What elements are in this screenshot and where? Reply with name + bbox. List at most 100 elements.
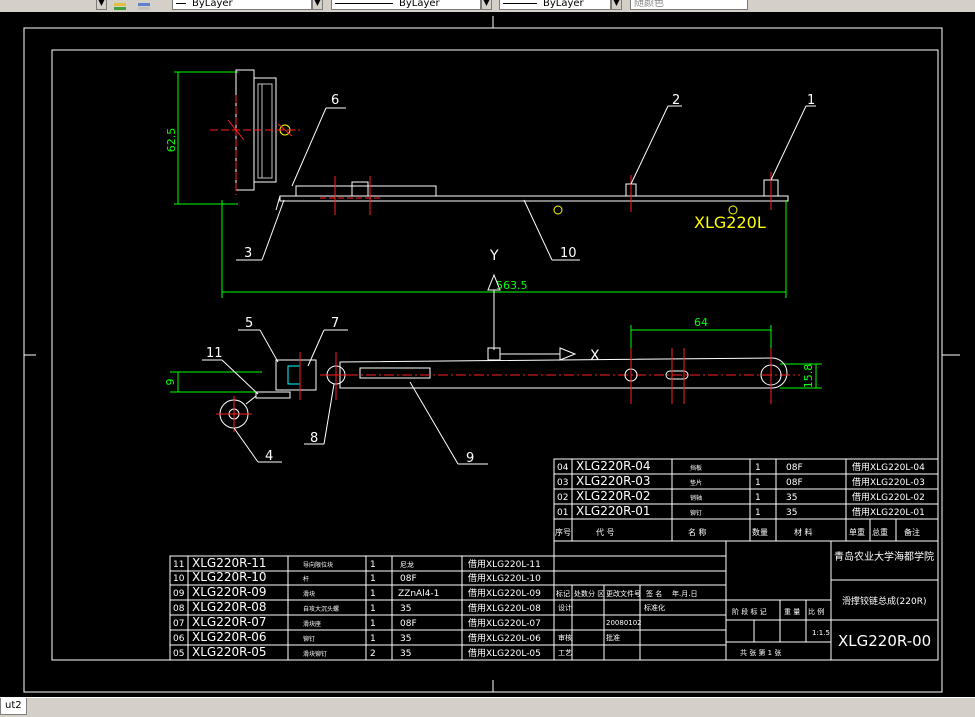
svg-text:借用XLG220L-11: 借用XLG220L-11 [468,558,541,570]
linetype-combo[interactable]: ByLayer [331,0,481,10]
outer-frame [23,27,943,693]
svg-text:工艺: 工艺 [558,649,572,657]
dim-pitch: 64 [694,316,708,329]
svg-text:6: 6 [331,93,339,108]
svg-text:审核: 审核 [558,633,572,642]
svg-text:签 名: 签 名 [646,589,662,598]
svg-text:总重: 总重 [872,527,888,537]
svg-text:借用XLG220L-02: 借用XLG220L-02 [852,491,925,503]
svg-text:ZZnAl4-1: ZZnAl4-1 [398,589,439,599]
svg-text:借用XLG220L-08: 借用XLG220L-08 [468,602,541,614]
svg-text:XLG220R-03: XLG220R-03 [576,474,651,488]
svg-text:1: 1 [755,463,761,473]
svg-text:XLG220R-09: XLG220R-09 [192,585,267,599]
svg-text:备注: 备注 [904,527,920,537]
svg-text:铆钉: 铆钉 [303,635,315,643]
color-swatch [176,2,186,4]
svg-text:单重: 单重 [849,527,865,537]
svg-text:1: 1 [755,508,761,518]
svg-text:08F: 08F [786,463,803,473]
svg-text:04: 04 [557,463,569,473]
svg-text:35: 35 [786,508,797,518]
svg-text:处数: 处数 [574,589,588,598]
color-combo[interactable]: ByLayer [172,0,312,10]
svg-text:设计: 设计 [558,603,572,612]
color-dropdown-arrow[interactable]: ▼ [312,0,323,10]
viewport-crosshair [24,16,960,692]
svg-text:XLG220R-07: XLG220R-07 [192,615,267,629]
svg-text:1: 1 [370,574,376,584]
svg-text:更改文件号: 更改文件号 [606,589,641,598]
layout-tab-bar: ut2 [0,697,975,717]
svg-text:XLG220R-06: XLG220R-06 [192,630,267,644]
part-label: XLG220L [694,213,766,232]
svg-text:杆: 杆 [303,575,309,583]
layer-previous-icon[interactable] [137,0,151,10]
svg-text:8: 8 [310,431,318,446]
dim-offset: 9 [164,379,177,386]
svg-text:XLG220R-10: XLG220R-10 [192,570,267,584]
title-block [553,540,939,661]
svg-text:1: 1 [370,619,376,629]
svg-text:阶 段 标 记: 阶 段 标 记 [732,607,767,616]
lower-table-text: 11 XLG220R-11 导向限位块 1 尼龙 借用XLG220L-11 10… [173,556,541,659]
svg-text:滑块铆钉: 滑块铆钉 [303,650,327,658]
axis-y-label: Y [489,248,499,264]
linetype-dropdown-arrow[interactable]: ▼ [481,0,492,10]
svg-text:分 区: 分 区 [588,589,604,598]
lineweight-swatch [503,2,537,4]
layout-tab-label: ut2 [5,700,22,711]
svg-text:1:1.5: 1:1.5 [812,629,830,637]
svg-text:1: 1 [807,93,815,108]
axis-x-label: X [590,348,600,364]
svg-text:08F: 08F [400,619,417,629]
svg-text:数量: 数量 [752,527,768,537]
layer-state-icon[interactable] [113,0,127,10]
dim-diameter: 15.8 [802,364,815,389]
svg-text:借用XLG220L-06: 借用XLG220L-06 [468,632,541,644]
svg-text:年.月.日: 年.月.日 [672,589,697,598]
svg-text:滑块: 滑块 [303,590,315,598]
plotstyle-combo[interactable]: 随颜色 [630,0,748,10]
svg-text:借用XLG220L-04: 借用XLG220L-04 [852,461,925,473]
svg-text:标记: 标记 [556,589,570,598]
lineweight-dropdown-arrow[interactable]: ▼ [611,0,622,10]
svg-text:1: 1 [370,604,376,614]
svg-text:7: 7 [331,316,339,331]
svg-text:销轴: 销轴 [690,494,702,502]
svg-text:共 张 第 1 张: 共 张 第 1 张 [740,648,781,657]
svg-text:05: 05 [173,649,184,659]
layout-tab[interactable]: ut2 [0,698,27,715]
svg-text:借用XLG220L-10: 借用XLG220L-10 [468,572,541,584]
svg-text:借用XLG220L-05: 借用XLG220L-05 [468,647,541,659]
svg-text:03: 03 [557,478,568,488]
svg-text:11: 11 [206,346,223,361]
layer-dropdown-arrow[interactable]: ▼ [96,0,107,10]
svg-text:序号: 序号 [555,527,571,537]
properties-toolbar: ▼ ByLayer ▼ ByLayer ▼ ByLayer ▼ 随颜色 [0,0,975,13]
lineweight-combo[interactable]: ByLayer [499,0,611,10]
svg-text:2: 2 [672,93,680,108]
cad-drawing[interactable]: 62.5 XLG220L 563.5 Y [0,12,975,697]
svg-text:01: 01 [557,508,568,518]
svg-text:XLG220R-02: XLG220R-02 [576,489,651,503]
upper-table-text: 04 XLG220R-04 挡板 1 08F 借用XLG220L-04 03 X… [555,459,925,537]
drawing-number: XLG220R-00 [838,632,931,650]
svg-text:2: 2 [370,649,376,659]
svg-text:借用XLG220L-03: 借用XLG220L-03 [852,476,925,488]
drawing-canvas[interactable]: 62.5 XLG220L 563.5 Y [0,12,975,697]
svg-text:10: 10 [173,574,185,584]
dim-length: 563.5 [496,279,528,292]
upper-parts-table [553,458,939,542]
svg-text:XLG220R-05: XLG220R-05 [192,645,267,659]
svg-text:材 料: 材 料 [794,527,813,537]
svg-text:重 量: 重 量 [784,608,800,616]
color-value: ByLayer [192,0,233,9]
school-name: 青岛农业大学海都学院 [834,550,934,563]
svg-text:XLG220R-04: XLG220R-04 [576,459,651,473]
svg-text:02: 02 [557,493,568,503]
svg-text:挡板: 挡板 [690,464,702,472]
svg-text:35: 35 [400,604,411,614]
svg-text:XLG220R-01: XLG220R-01 [576,504,651,518]
svg-text:10: 10 [560,246,577,261]
